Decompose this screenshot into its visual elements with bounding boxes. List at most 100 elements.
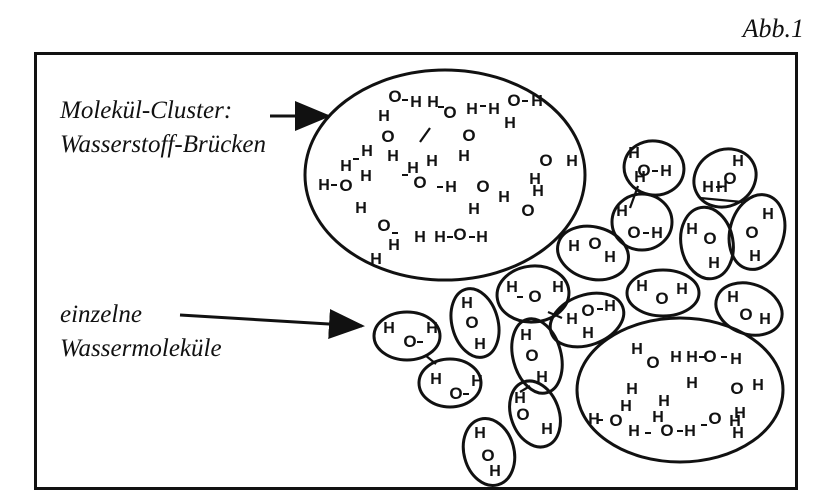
hydrogen-atom: H: [388, 237, 400, 254]
oxygen-atom: O: [581, 301, 594, 320]
hydrogen-atom: H: [541, 421, 553, 438]
hydrogen-atom: H: [566, 311, 578, 328]
hydrogen-atom: H: [686, 221, 698, 238]
hydrogen-atom: H: [531, 93, 543, 110]
hydrogen-atom: H: [466, 101, 478, 118]
hydrogen-atom: H: [536, 369, 548, 386]
hydrogen-atom: H: [631, 341, 643, 358]
oxygen-atom: O: [739, 305, 752, 324]
hydrogen-atom: H: [387, 148, 399, 165]
hydrogen-atom: H: [676, 281, 688, 298]
hydrogen-atom: H: [458, 148, 470, 165]
hydrogen-atom: H: [686, 349, 698, 366]
oxygen-atom: O: [609, 411, 622, 430]
hydrogen-atom: H: [616, 203, 628, 220]
hydrogen-atom: H: [474, 336, 486, 353]
oxygen-atom: O: [646, 353, 659, 372]
hydrogen-atom: H: [708, 255, 720, 272]
hydrogen-atom: H: [378, 108, 390, 125]
hydrogen-atom: H: [749, 248, 761, 265]
hydrogen-atom: H: [504, 115, 516, 132]
oxygen-atom: O: [516, 405, 529, 424]
hydrogen-atom: H: [488, 101, 500, 118]
single-arrow: [179, 309, 365, 339]
hydrogen-atom: H: [752, 377, 764, 394]
hydrogen-atom: H: [684, 423, 696, 440]
hydrogen-atom: H: [588, 411, 600, 428]
oxygen-atom: O: [507, 91, 520, 110]
hydrogen-atom: H: [426, 320, 438, 337]
oxygen-atom: O: [745, 223, 758, 242]
oxygen-atom: O: [465, 313, 478, 332]
hydrogen-atom: H: [604, 298, 616, 315]
single-caption: einzelne Wassermoleküle: [60, 298, 222, 366]
single-caption-line1: einzelne: [60, 301, 142, 328]
hydrogen-atom: H: [651, 225, 663, 242]
hydrogen-atom: H: [727, 289, 739, 306]
hydrogen-atom: H: [566, 153, 578, 170]
hydrogen-atom: H: [355, 200, 367, 217]
hydrogen-atom: H: [370, 251, 382, 268]
hydrogen-atom: H: [340, 158, 352, 175]
hydrogen-atom: H: [628, 423, 640, 440]
hydrogen-atom: H: [414, 229, 426, 246]
hydrogen-atom: H: [582, 325, 594, 342]
hydrogen-atom: H: [604, 249, 616, 266]
hydrogen-atom: H: [318, 177, 330, 194]
hydrogen-atom: H: [426, 153, 438, 170]
hydrogen-atom: H: [361, 143, 373, 160]
hydrogen-atom: H: [520, 327, 532, 344]
hydrogen-atom: H: [532, 183, 544, 200]
single-caption-line2: Wassermoleküle: [60, 335, 222, 362]
hydrogen-atom: H: [702, 179, 714, 196]
hydrogen-atom: H: [434, 229, 446, 246]
hydrogen-atom: H: [568, 238, 580, 255]
oxygen-atom: O: [703, 347, 716, 366]
hydrogen-atom: H: [468, 201, 480, 218]
cluster-caption: Molekül-Cluster: Wasserstoff-Brücken: [60, 94, 266, 162]
oxygen-atom: O: [708, 409, 721, 428]
bond-lines: [419, 127, 743, 393]
oxygen-atom: O: [413, 173, 426, 192]
hydrogen-atom: H: [626, 381, 638, 398]
oxygen-atom: O: [730, 379, 743, 398]
hydrogen-atom: H: [552, 279, 564, 296]
hydrogen-atom: H: [498, 189, 510, 206]
cluster-ellipse-large: [303, 68, 587, 282]
cluster-caption-line1: Molekül-Cluster:: [60, 97, 233, 124]
hydrogen-atom: H: [489, 463, 501, 480]
oxygen-atom: O: [462, 126, 475, 145]
hydrogen-atom: H: [410, 94, 422, 111]
hydrogen-atom: H: [427, 94, 439, 111]
oxygen-atom: O: [476, 177, 489, 196]
hydrogen-atom: H: [686, 375, 698, 392]
hydrogen-atom: H: [430, 371, 442, 388]
oxygen-atom: O: [449, 384, 462, 403]
molecule-ellipses: [372, 139, 787, 487]
oxygen-atom: O: [481, 446, 494, 465]
hydrogen-atom: H: [471, 373, 483, 390]
oxygen-atom: O: [388, 87, 401, 106]
hydrogen-atom: H: [734, 405, 746, 422]
hydrogen-atom: H: [729, 413, 741, 430]
hydrogen-atom: H: [634, 169, 646, 186]
hydrogen-atom: H: [652, 409, 664, 426]
oxygen-atom: O: [377, 216, 390, 235]
oxygen-atom: O: [588, 234, 601, 253]
oxygen-atom: O: [528, 287, 541, 306]
hydrogen-atom: H: [461, 295, 473, 312]
hydrogen-atom: H: [620, 398, 632, 415]
oxygen-atom: O: [703, 229, 716, 248]
cluster-caption-line2: Wasserstoff-Brücken: [60, 131, 266, 158]
hydrogen-atom: H: [660, 163, 672, 180]
hydrogen-atom: H: [476, 229, 488, 246]
hydrogen-atom: H: [474, 425, 486, 442]
oxygen-atom: O: [660, 421, 673, 440]
oxygen-atom: O: [655, 289, 668, 308]
hydrogen-atom: H: [730, 351, 742, 368]
hydrogen-atom: H: [407, 160, 419, 177]
hydrogen-atom: H: [762, 206, 774, 223]
cluster-ellipse-small: [575, 316, 785, 464]
